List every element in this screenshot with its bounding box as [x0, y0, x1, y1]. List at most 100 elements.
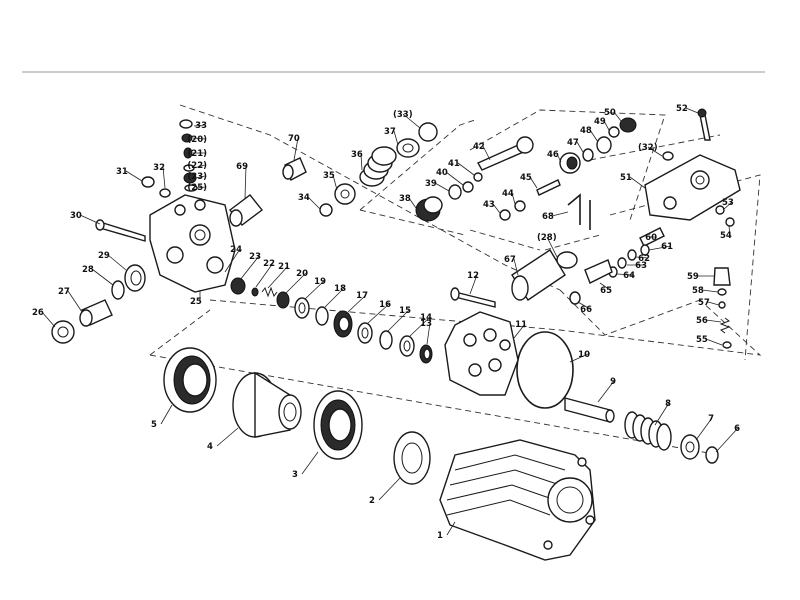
part-67-cylinder — [511, 249, 566, 301]
part-label-39: 39 — [425, 179, 437, 189]
leader-line-34 — [307, 196, 321, 210]
part-59-fitting — [713, 267, 731, 286]
part-1-crankcase — [439, 439, 596, 561]
leader-line-30 — [79, 214, 101, 225]
leader-line-50 — [613, 111, 622, 122]
part-label-26: 26 — [32, 308, 44, 318]
leader-line-67 — [513, 258, 519, 276]
part-31-washer — [141, 176, 155, 188]
part-label-3: 3 — [292, 470, 298, 480]
leader-line-3 — [301, 451, 319, 475]
part-label-14: 14 — [420, 313, 432, 323]
part-label-70: 70 — [288, 134, 300, 144]
leader-lines — [41, 107, 739, 536]
part-label-43: 43 — [483, 200, 495, 210]
leader-line-1 — [446, 521, 456, 536]
part-11-piston-guide — [444, 311, 519, 396]
part-4-wobble-plate — [232, 371, 302, 438]
leader-line-43 — [492, 203, 501, 214]
part-32-plug — [159, 188, 171, 198]
part-48-ring — [596, 136, 612, 154]
part-14-washer — [399, 335, 415, 357]
leader-line-39 — [434, 182, 450, 192]
part-label-9: 9 — [610, 377, 616, 387]
part-label-33-alt: (33) — [393, 110, 413, 120]
part-28b-oring — [556, 251, 578, 269]
leader-line-8 — [654, 402, 670, 426]
part-label-28: 28 — [82, 265, 94, 275]
part-50-cap — [619, 117, 637, 133]
part-15-oring — [379, 330, 393, 350]
part-label-24: 24 — [230, 245, 242, 255]
part-5-bearing — [163, 347, 217, 413]
leader-line-13 — [426, 322, 431, 345]
part-33b-oring — [418, 122, 438, 142]
leader-line-19 — [304, 280, 325, 300]
part-30-bolt — [95, 219, 146, 242]
leader-line-25-alt — [196, 186, 206, 189]
leader-line-45 — [529, 176, 538, 189]
leader-line-65 — [599, 282, 611, 291]
leader-line-5 — [160, 404, 173, 425]
part-label-23-alt: (23) — [187, 172, 207, 182]
leader-line-70 — [293, 137, 299, 161]
leader-line-66 — [577, 301, 591, 310]
part-label-15: 15 — [399, 306, 411, 316]
part-42-shaft — [477, 136, 534, 171]
leader-line-29 — [107, 254, 127, 271]
leader-line-44 — [511, 192, 516, 205]
leader-line-6 — [715, 427, 739, 453]
part-53-plug — [715, 205, 725, 215]
part-label-42: 42 — [473, 142, 485, 152]
part-label-40: 40 — [436, 168, 448, 178]
part-label-25-alt: (25) — [187, 183, 207, 193]
leader-line-61 — [648, 245, 672, 251]
leader-line-17 — [347, 294, 367, 313]
part-34-nut — [319, 203, 333, 217]
leader-line-32-alt — [647, 146, 663, 157]
leader-line-9 — [597, 380, 615, 403]
part-label-48: 48 — [580, 126, 592, 136]
part-label-21-alt: (21) — [187, 149, 207, 159]
part-17-seal — [333, 310, 353, 338]
part-label-51: 51 — [620, 173, 632, 183]
part-label-22-alt: (22) — [187, 161, 207, 171]
part-label-22: 22 — [263, 259, 275, 269]
part-69-injector — [229, 194, 263, 227]
part-label-19: 19 — [314, 277, 326, 287]
part-26-cap — [51, 320, 75, 344]
part-2-seal — [393, 431, 431, 485]
part-65-piston — [584, 259, 613, 284]
part-47-oring — [582, 148, 594, 162]
part-label-1: 1 — [437, 531, 443, 541]
part-21-spring — [261, 286, 278, 298]
leader-line-15 — [387, 309, 410, 332]
leader-line-36 — [360, 153, 363, 171]
leader-line-21 — [267, 265, 289, 289]
part-label-5: 5 — [151, 420, 157, 430]
leader-line-40 — [445, 171, 464, 186]
leader-line-47 — [576, 141, 584, 153]
part-label-54: 54 — [720, 231, 732, 241]
part-label-31: 31 — [116, 167, 128, 177]
leader-line-33 — [193, 124, 206, 127]
part-45-pin — [536, 179, 561, 196]
leader-line-64 — [616, 273, 634, 276]
part-label-65: 65 — [600, 286, 612, 296]
part-12-bolt — [450, 287, 496, 308]
part-label-21: 21 — [278, 262, 290, 272]
part-33-stack — [179, 119, 198, 192]
part-41-washer — [473, 172, 483, 182]
part-52-bolt — [697, 108, 711, 141]
leader-line-38 — [408, 197, 417, 209]
leader-line-23-alt — [195, 175, 206, 179]
part-70-cap — [282, 157, 307, 181]
part-39-oring — [448, 184, 462, 200]
part-19-washer — [294, 297, 310, 319]
part-label-52: 52 — [676, 104, 688, 114]
part-32b-plug — [662, 151, 674, 161]
part-label-53: 53 — [722, 198, 734, 208]
leader-line-54 — [728, 225, 731, 236]
part-54-plug — [725, 217, 735, 227]
part-57-ball — [718, 301, 726, 309]
